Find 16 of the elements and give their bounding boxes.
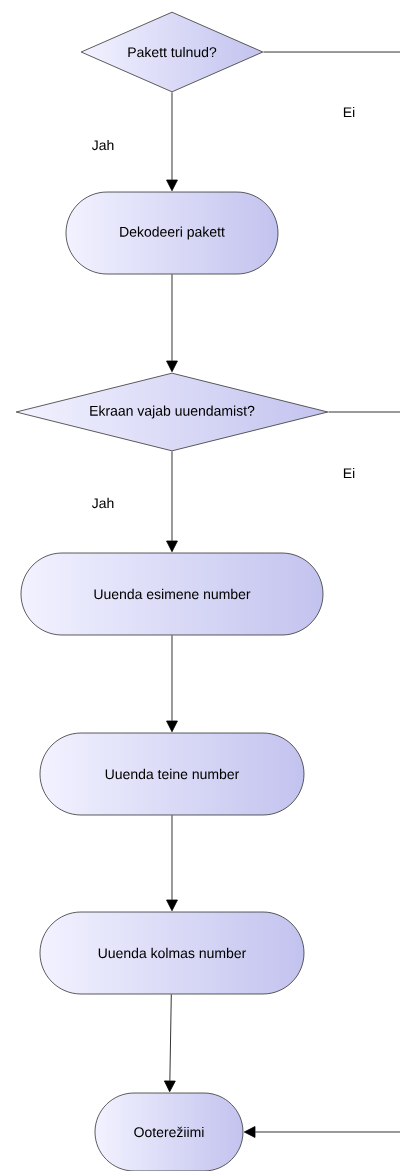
edge-label: Ei <box>341 466 357 480</box>
edge-label: Jah <box>90 138 116 152</box>
arrow <box>166 274 178 373</box>
process-box: Uuenda esimene number <box>20 552 324 636</box>
process-box: Uuenda kolmas number <box>39 911 305 995</box>
process-box: Uuenda teine number <box>39 732 305 816</box>
edge-label: Ei <box>341 105 357 119</box>
arrow <box>164 994 176 1093</box>
arrow <box>166 92 178 192</box>
arrow <box>166 451 178 553</box>
arrow <box>243 1126 401 1138</box>
arrow <box>166 635 178 733</box>
arrow <box>166 815 178 912</box>
edge-label: Jah <box>90 496 116 510</box>
process-box: Dekodeeri pakett <box>65 191 279 275</box>
process-box: Ooterežiimi <box>94 1092 244 1171</box>
